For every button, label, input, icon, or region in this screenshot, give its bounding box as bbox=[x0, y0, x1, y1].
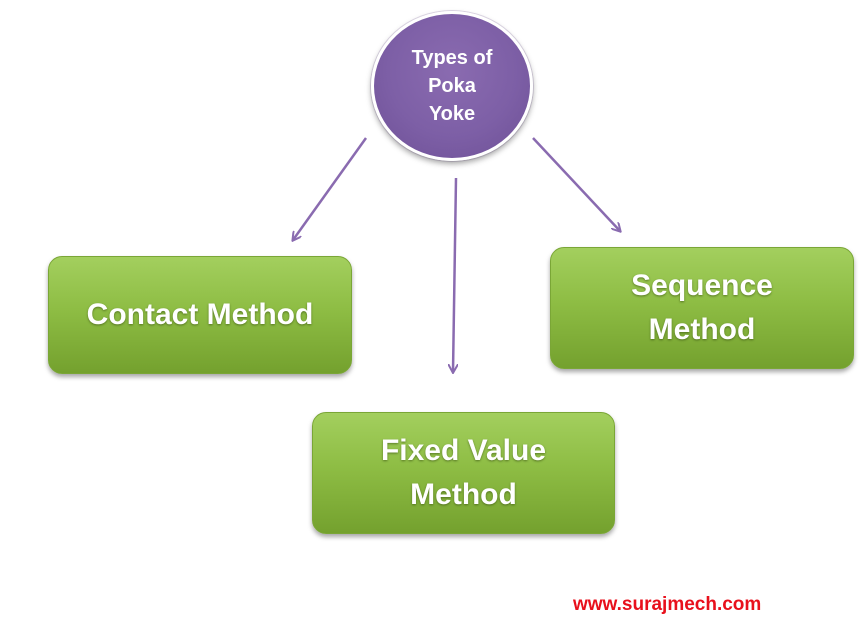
root-node-circle: Types of Poka Yoke bbox=[371, 11, 533, 161]
website-credit: www.surajmech.com bbox=[573, 594, 762, 615]
sequence-method-label: Sequence Method bbox=[631, 269, 773, 346]
contact-method-label: Contact Method bbox=[86, 298, 314, 331]
contact-method-box: Contact Method bbox=[48, 256, 352, 374]
sequence-method-box: Sequence Method bbox=[550, 247, 854, 369]
root-node-label: Types of Poka Yoke bbox=[411, 47, 493, 125]
fixed-value-method-box: Fixed Value Method bbox=[312, 412, 615, 534]
arrow-to-contact-method bbox=[293, 137, 368, 240]
arrow-to-sequence-method bbox=[532, 137, 620, 231]
arrow-to-fixed-value-method bbox=[453, 177, 456, 372]
fixed-value-method-label: Fixed Value Method bbox=[380, 434, 547, 511]
